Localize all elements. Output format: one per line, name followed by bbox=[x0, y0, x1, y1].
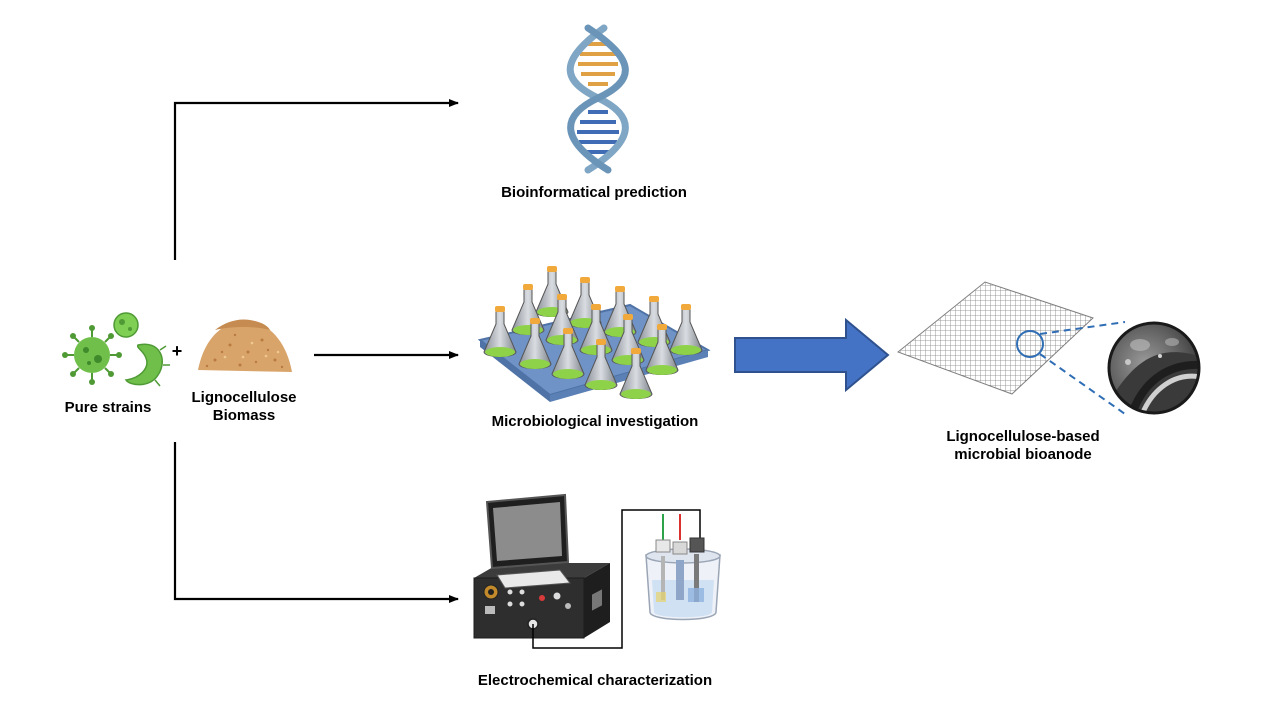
plus-sign: + bbox=[172, 341, 183, 361]
cable-line bbox=[532, 509, 701, 649]
sawdust-pile-icon bbox=[198, 319, 292, 372]
potentiostat-icon bbox=[473, 493, 610, 639]
label-biomass-line1: Lignocellulose bbox=[191, 389, 297, 406]
arrow-to-electrochemical bbox=[173, 442, 459, 603]
microbe-cluster-icon bbox=[62, 312, 170, 387]
label-microbiological: Microbiological investigation bbox=[491, 413, 699, 430]
arrow-to-bioinformatical bbox=[173, 99, 459, 260]
label-bioanode: Lignocellulose-based microbial bioanode bbox=[918, 428, 1128, 464]
label-biomass: Lignocellulose Biomass bbox=[180, 389, 308, 425]
flask-tray-icon bbox=[477, 266, 711, 402]
sem-zoom-icon bbox=[1107, 321, 1201, 415]
label-bioanode-line2: microbial bioanode bbox=[954, 446, 1092, 463]
label-bioanode-line1: Lignocellulose-based bbox=[946, 428, 1100, 445]
big-arrow-icon bbox=[734, 317, 890, 393]
dna-helix-icon bbox=[566, 24, 629, 174]
label-biomass-line2: Biomass bbox=[212, 407, 276, 424]
electrochemical-cell-icon bbox=[645, 514, 721, 621]
label-electrochemical: Electrochemical characterization bbox=[477, 672, 713, 689]
label-pure-strains: Pure strains bbox=[64, 399, 152, 416]
carbon-mesh-icon bbox=[896, 281, 1126, 415]
connector-arrows bbox=[173, 99, 459, 603]
label-bioinformatical: Bioinformatical prediction bbox=[501, 184, 687, 201]
